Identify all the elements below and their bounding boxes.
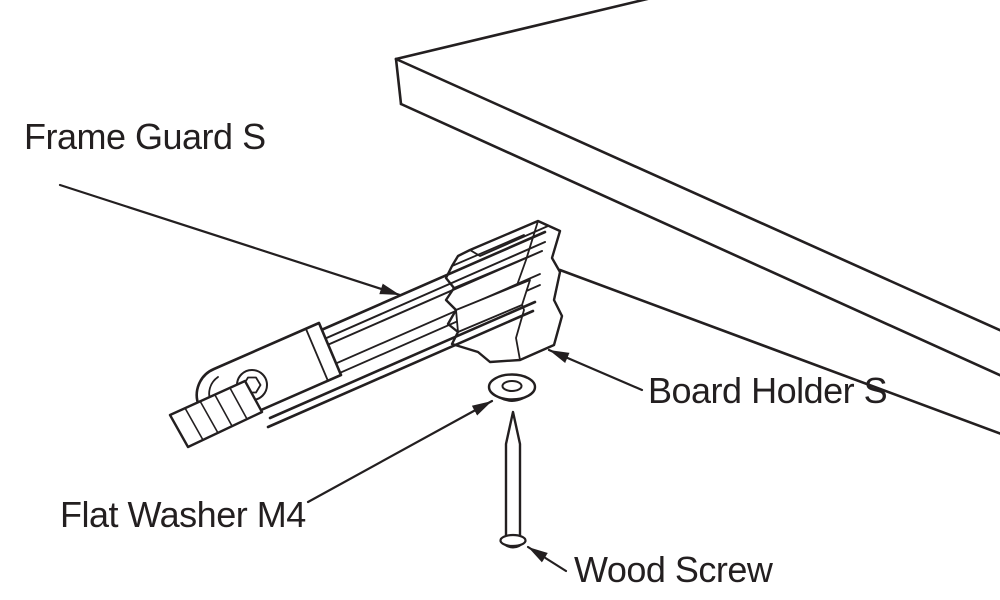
board-panel	[394, 0, 1000, 435]
rail-line	[301, 230, 547, 340]
board-holder-part	[444, 219, 564, 364]
leader-flat-washer	[306, 399, 494, 504]
holder-rail-channel	[455, 279, 531, 333]
wood-screw-part	[499, 410, 527, 549]
board-front-top-edge	[394, 57, 1000, 332]
label-wood-screw: Wood Screw	[574, 549, 773, 590]
board-top-left-edge	[394, 0, 649, 61]
guard-strip-rib	[214, 394, 233, 427]
leader-lines	[58, 183, 644, 573]
screw-shaft	[504, 410, 522, 542]
end-cap-face-line	[305, 328, 329, 382]
board-front-bottom-edge	[399, 102, 1000, 377]
label-flat-washer: Flat Washer M4	[60, 494, 306, 535]
label-board-holder: Board Holder S	[648, 370, 888, 411]
washer-thickness-arc	[489, 390, 535, 402]
guard-strip-rib	[199, 400, 219, 434]
guard-strip-rib	[184, 407, 204, 441]
flat-washer-part	[487, 373, 537, 402]
guard-strip-rib	[229, 387, 248, 420]
leader-wood-screw	[526, 545, 568, 573]
holder-ridge-line	[451, 234, 525, 267]
leader-frame-guard	[58, 183, 402, 297]
screw-head	[499, 533, 527, 548]
board-underside-edge	[558, 268, 1000, 435]
holder-groove-line	[453, 256, 529, 289]
leader-board-holder	[547, 348, 644, 392]
rail-line	[305, 241, 546, 348]
washer-hole	[501, 380, 523, 392]
label-frame-guard: Frame Guard S	[24, 116, 266, 157]
guard-strip-end	[168, 379, 264, 449]
rail-line	[266, 309, 535, 429]
rail-line	[268, 300, 537, 420]
board-corner-edge	[394, 57, 403, 106]
guard-strip-body	[168, 379, 264, 449]
